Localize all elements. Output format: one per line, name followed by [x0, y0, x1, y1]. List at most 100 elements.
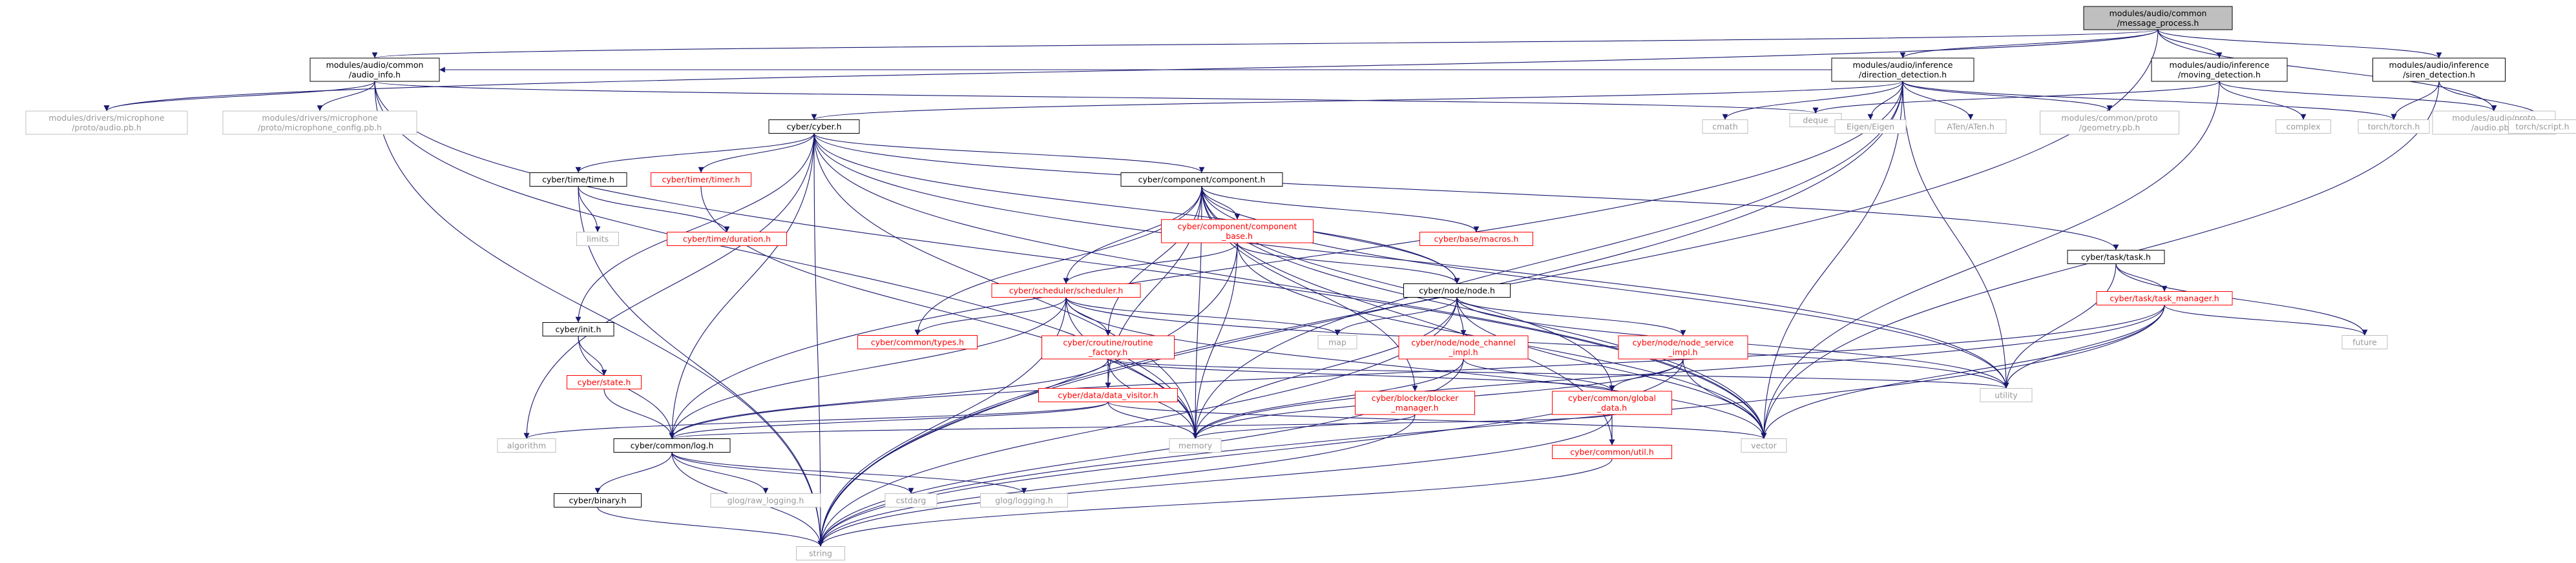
node-node_channel_impl[interactable]: cyber/node/node_channel_impl.h	[1398, 335, 1529, 360]
node-label-node_service_impl: cyber/node/node_service	[1633, 338, 1734, 347]
edge-task_manager-to-log_h	[669, 305, 2165, 439]
node-label-data_visitor: cyber/data/data_visitor.h	[1058, 391, 1158, 400]
node-box-map	[1317, 335, 1357, 349]
node-label-moving_detection: /moving_detection.h	[2178, 70, 2261, 79]
node-label-algorithm: algorithm	[507, 441, 546, 451]
node-direction_detection[interactable]: modules/audio/inference/direction_detect…	[1831, 57, 1974, 82]
node-box-init_h	[542, 322, 614, 336]
node-component_base[interactable]: cyber/component/component_base.h	[1161, 219, 1314, 243]
node-glog_logging: glog/logging.h	[980, 493, 1068, 507]
node-box-util_h	[1552, 445, 1672, 459]
node-box-glog_logging	[980, 493, 1068, 507]
node-log_h[interactable]: cyber/common/log.h	[613, 438, 731, 453]
edge-init_h-to-state_h	[578, 336, 607, 376]
edge-cyber_h-to-component_h	[813, 133, 1205, 173]
edge-blocker_manager-to-string	[817, 414, 1416, 547]
node-init_h[interactable]: cyber/init.h	[542, 322, 614, 336]
node-box-cyber_h	[768, 119, 860, 134]
node-scheduler_h[interactable]: cyber/scheduler/scheduler.h	[991, 283, 1141, 298]
node-box-macros_h	[1419, 232, 1533, 246]
node-box-routine_factory	[1042, 335, 1175, 360]
node-label-node_channel_impl: cyber/node/node_channel	[1411, 338, 1516, 347]
edge-node_channel_impl-to-memory	[1192, 358, 1464, 439]
node-box-moving_detection	[2151, 57, 2288, 82]
edge-cyber_h-to-time_h	[575, 133, 815, 173]
node-box-timer_h	[651, 172, 751, 187]
node-label-direction_detection: /direction_detection.h	[1859, 70, 1947, 79]
node-audio_info[interactable]: modules/audio/common/audio_info.h	[309, 57, 440, 82]
edge-time_h-to-limits	[578, 186, 601, 232]
node-state_h[interactable]: cyber/state.h	[567, 375, 642, 389]
node-algorithm: algorithm	[497, 438, 556, 453]
node-label-string: string	[809, 549, 832, 558]
node-box-mic_audio_pb	[25, 110, 188, 135]
node-types_h[interactable]: cyber/common/types.h	[857, 335, 978, 349]
node-timer_h[interactable]: cyber/timer/timer.h	[651, 172, 751, 187]
node-label-audio_proto_pb: /audio.pb.h	[2471, 123, 2517, 132]
node-moving_detection[interactable]: modules/audio/inference/moving_detection…	[2151, 57, 2288, 82]
edge-component_h-to-routine_factory	[1105, 186, 1202, 336]
node-node_service_impl[interactable]: cyber/node/node_service_impl.h	[1618, 335, 1748, 360]
node-label-torch_script: torch/script.h	[2515, 122, 2569, 132]
edge-message_process-to-direction_detection	[1900, 29, 2159, 59]
node-box-cmath	[1702, 119, 1748, 134]
node-label-audio_info: modules/audio/common	[326, 60, 424, 70]
edge-component_h-to-scheduler_h	[1063, 186, 1202, 284]
node-cyber_h[interactable]: cyber/cyber.h	[768, 119, 860, 134]
edge-moving_detection-to-audio_proto_pb	[2219, 81, 2497, 112]
node-label-cmath: cmath	[1712, 122, 1738, 132]
node-utility: utility	[1980, 388, 2033, 402]
node-node_h[interactable]: cyber/node/node.h	[1403, 283, 1511, 298]
edge-component_base-to-string	[817, 242, 1238, 547]
node-label-global_data: cyber/common/global	[1568, 393, 1656, 403]
node-binary_h[interactable]: cyber/binary.h	[554, 493, 642, 507]
node-box-vector	[1741, 438, 1787, 453]
node-label-global_data: _data.h	[1597, 403, 1627, 413]
node-label-util_h: cyber/common/util.h	[1570, 447, 1654, 457]
node-box-utility	[1980, 388, 2033, 402]
node-util_h[interactable]: cyber/common/util.h	[1552, 445, 1672, 459]
edge-data_visitor-to-memory	[1107, 402, 1199, 439]
node-box-audio_info	[309, 57, 440, 82]
node-message_process[interactable]: modules/audio/common/message_process.h	[2083, 6, 2233, 30]
node-box-aten	[1934, 119, 2007, 134]
edge-direction_detection-to-vector	[1761, 81, 1903, 439]
edge-node_channel_impl-to-global_data	[1463, 358, 1615, 392]
edge-global_data-to-log_h	[669, 414, 1613, 439]
edge-task_manager-to-future	[2164, 305, 2368, 336]
node-label-init_h: cyber/init.h	[556, 325, 602, 334]
node-label-utility: utility	[1995, 391, 2018, 400]
node-time_h[interactable]: cyber/time/time.h	[529, 172, 627, 187]
node-task_manager[interactable]: cyber/task/task_manager.h	[2096, 291, 2233, 305]
edge-cyber_h-to-task_h	[813, 133, 2119, 251]
node-label-complex: complex	[2287, 122, 2321, 132]
node-task_h[interactable]: cyber/task/task.h	[2067, 250, 2165, 264]
edge-log_h-to-binary_h	[594, 452, 673, 494]
edge-task_manager-to-vector	[1761, 305, 2165, 439]
node-siren_detection[interactable]: modules/audio/inference/siren_detection.…	[2372, 57, 2506, 82]
edge-scheduler_h-to-memory	[1065, 297, 1199, 439]
node-component_h[interactable]: cyber/component/component.h	[1120, 172, 1283, 187]
node-routine_factory[interactable]: cyber/croutine/routine_factory.h	[1042, 335, 1175, 360]
node-label-routine_factory: cyber/croutine/routine	[1063, 338, 1153, 347]
node-blocker_manager[interactable]: cyber/blocker/blocker_manager.h	[1355, 391, 1475, 415]
node-label-moving_detection: modules/audio/inference	[2170, 60, 2270, 70]
node-macros_h[interactable]: cyber/base/macros.h	[1419, 232, 1533, 246]
node-box-memory	[1169, 438, 1222, 453]
node-box-task_manager	[2096, 291, 2233, 305]
node-data_visitor[interactable]: cyber/data/data_visitor.h	[1038, 388, 1178, 402]
node-global_data[interactable]: cyber/common/global_data.h	[1552, 391, 1672, 415]
node-label-state_h: cyber/state.h	[578, 378, 631, 387]
edge-cyber_h-to-timer_h	[698, 133, 815, 173]
edge-siren_detection-to-torch	[2391, 81, 2440, 120]
node-label-component_base: _base.h	[1221, 231, 1253, 241]
edge-scheduler_h-to-map	[1065, 297, 1341, 336]
edge-log_h-to-cstdarg	[671, 452, 914, 494]
edge-direction_detection-to-geometry_pb	[1902, 81, 2113, 112]
node-box-scheduler_h	[991, 283, 1141, 298]
edge-component_base-to-scheduler_h	[1063, 242, 1238, 284]
node-duration_h[interactable]: cyber/time/duration.h	[667, 232, 787, 246]
node-label-limits: limits	[587, 234, 609, 244]
edge-component_base-to-memory	[1192, 242, 1238, 439]
